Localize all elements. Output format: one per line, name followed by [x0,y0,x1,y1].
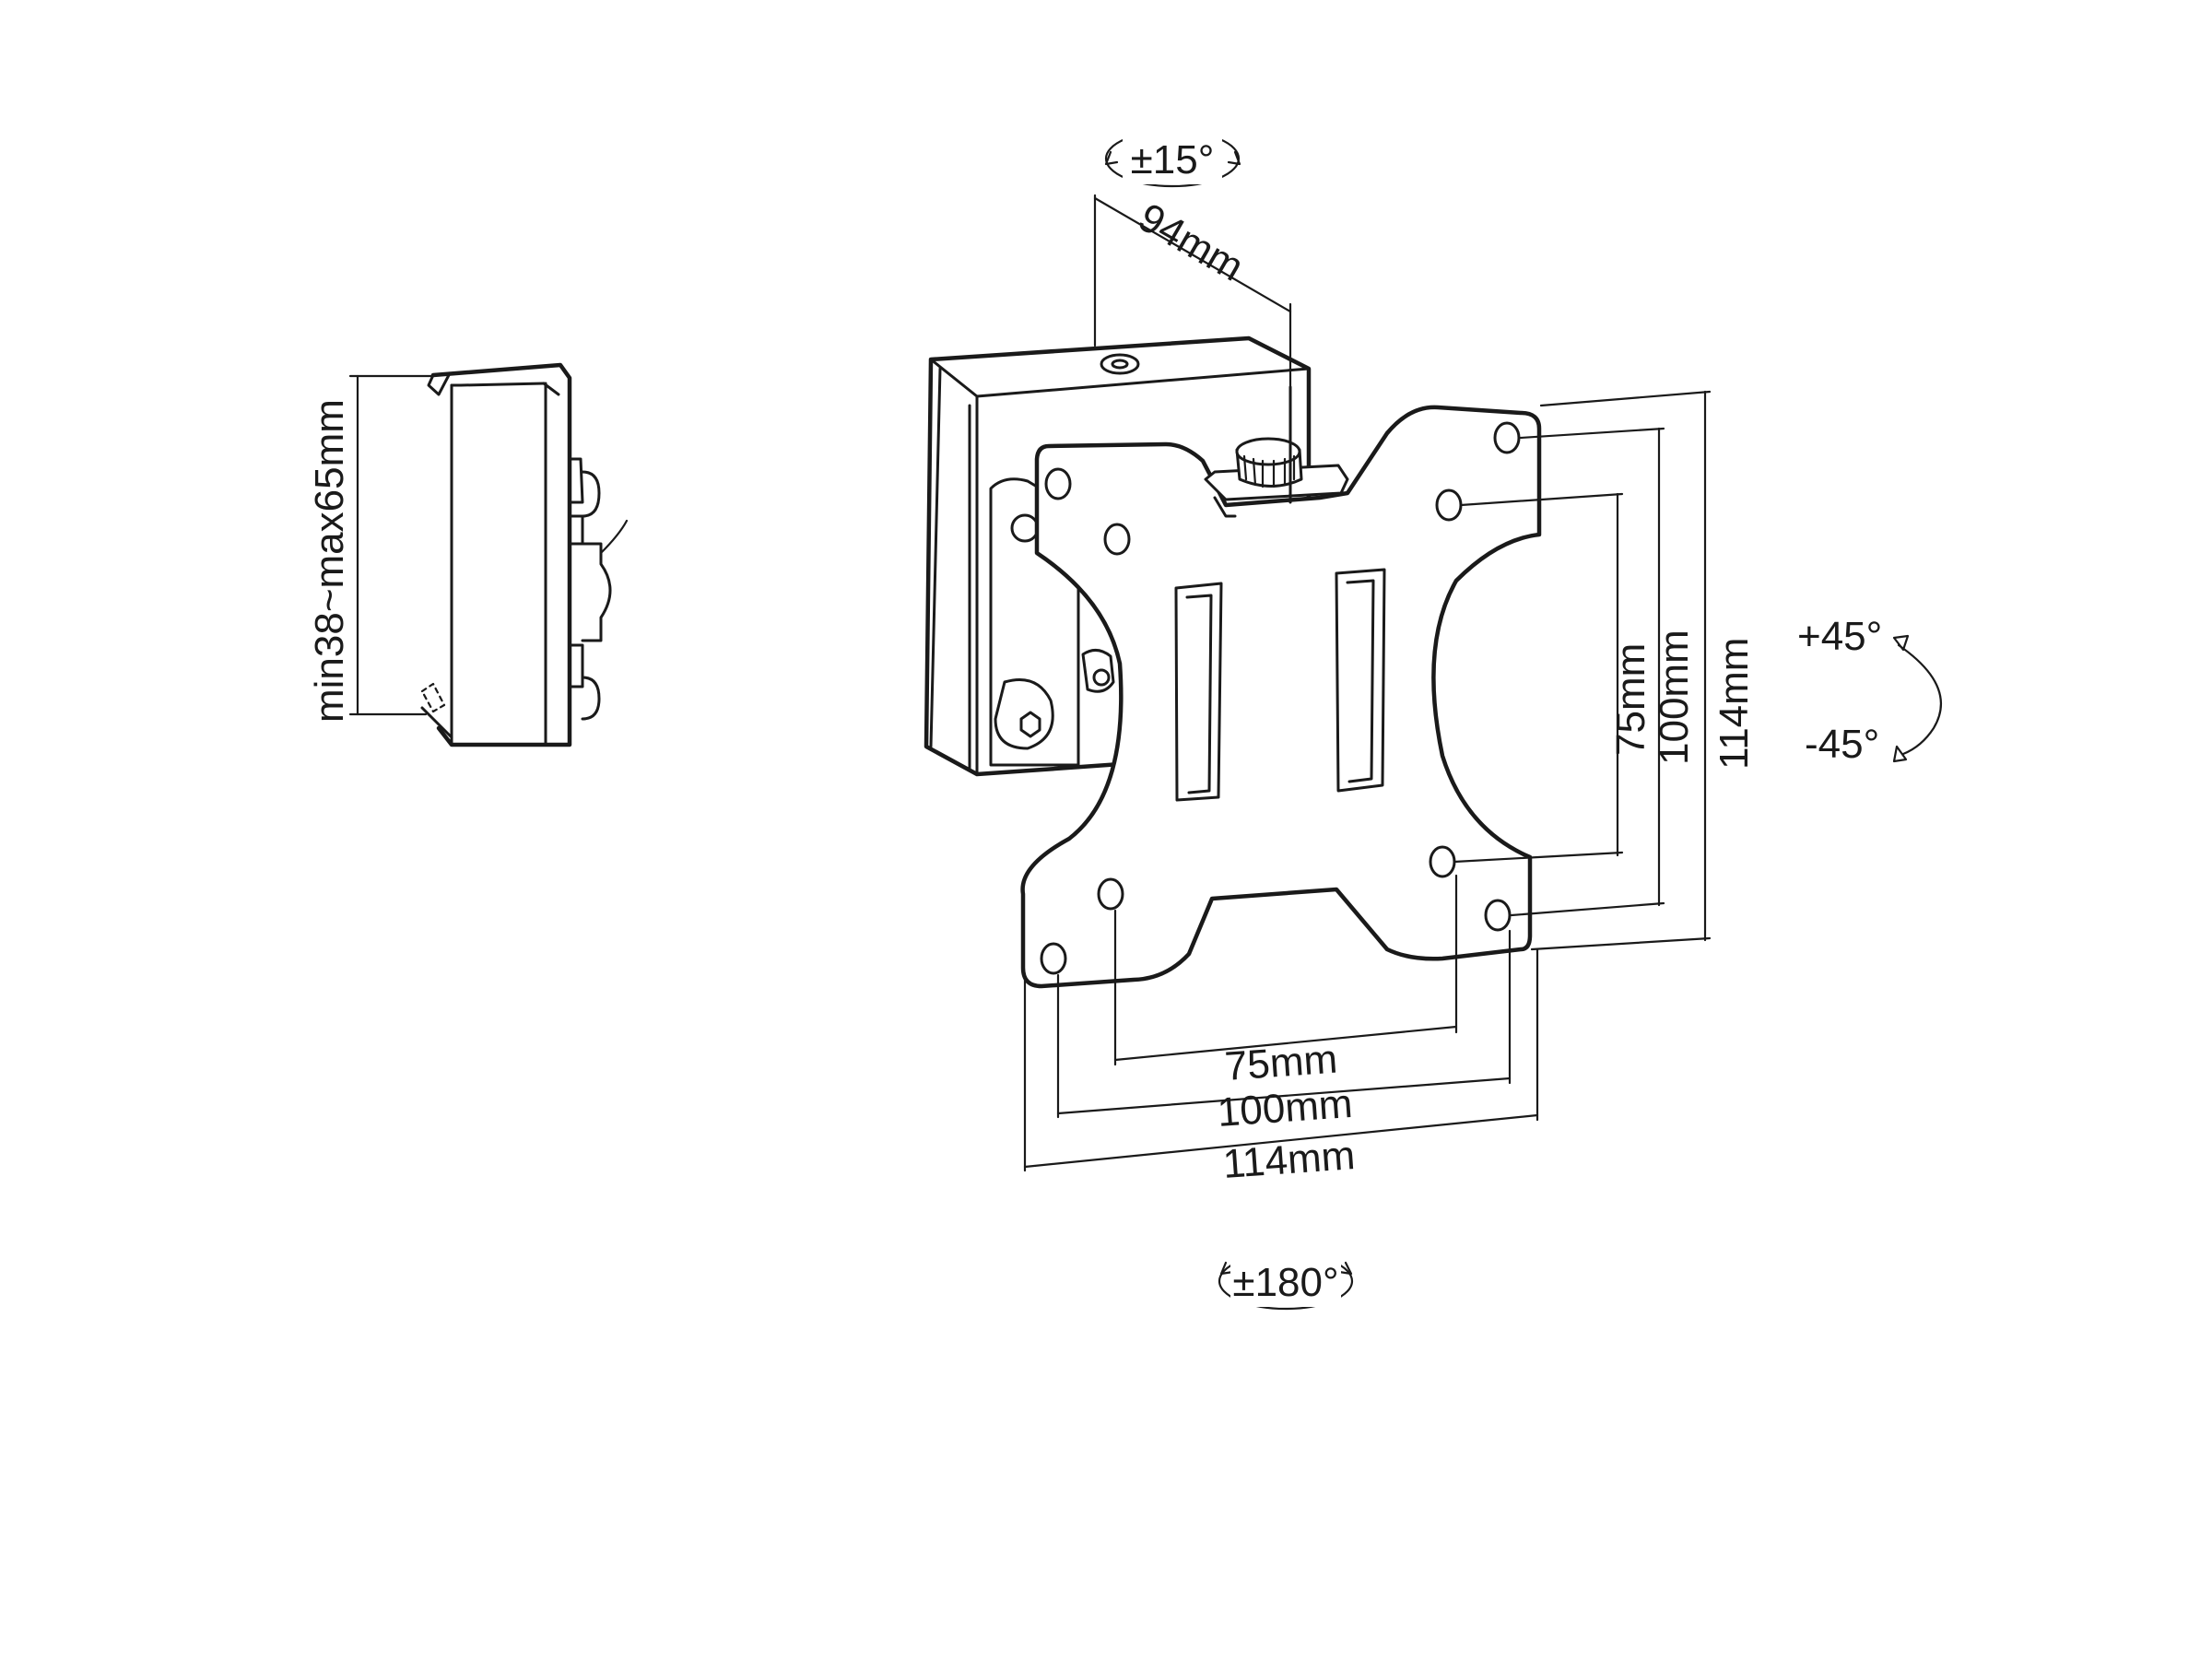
vesa-horizontal-dimensions: 75mm 100mm 114mm [1023,874,1539,1187]
clamp-range-label: min38~max65mm [307,399,352,723]
swivel-label: ±180° [1232,1260,1338,1305]
vesa-horizontal-114: 114mm [1221,1133,1357,1187]
vesa-plate [1020,385,1542,989]
vesa-horizontal-75: 75mm [1223,1037,1338,1089]
rotation-indicator: +45° -45° [1797,614,1942,767]
vesa-vertical-dimensions: 75mm 100mm 114mm [1453,390,1757,951]
vesa-vertical-114: 114mm [1712,638,1757,770]
vesa-horizontal-100: 100mm [1216,1081,1354,1135]
vesa-vertical-75: 75mm [1608,643,1653,756]
tilt-label: ±15° [1131,137,1215,182]
vesa-vertical-100: 100mm [1652,629,1697,765]
depth-label: 94mm [1131,194,1251,290]
rotate-down-label: -45° [1805,722,1879,767]
rotate-up-label: +45° [1797,614,1882,659]
tilt-indicator: ±15° [1104,129,1241,188]
clamp-side-view: min38~max65mm [307,362,629,747]
swivel-indicator: ±180° [1218,1252,1354,1311]
